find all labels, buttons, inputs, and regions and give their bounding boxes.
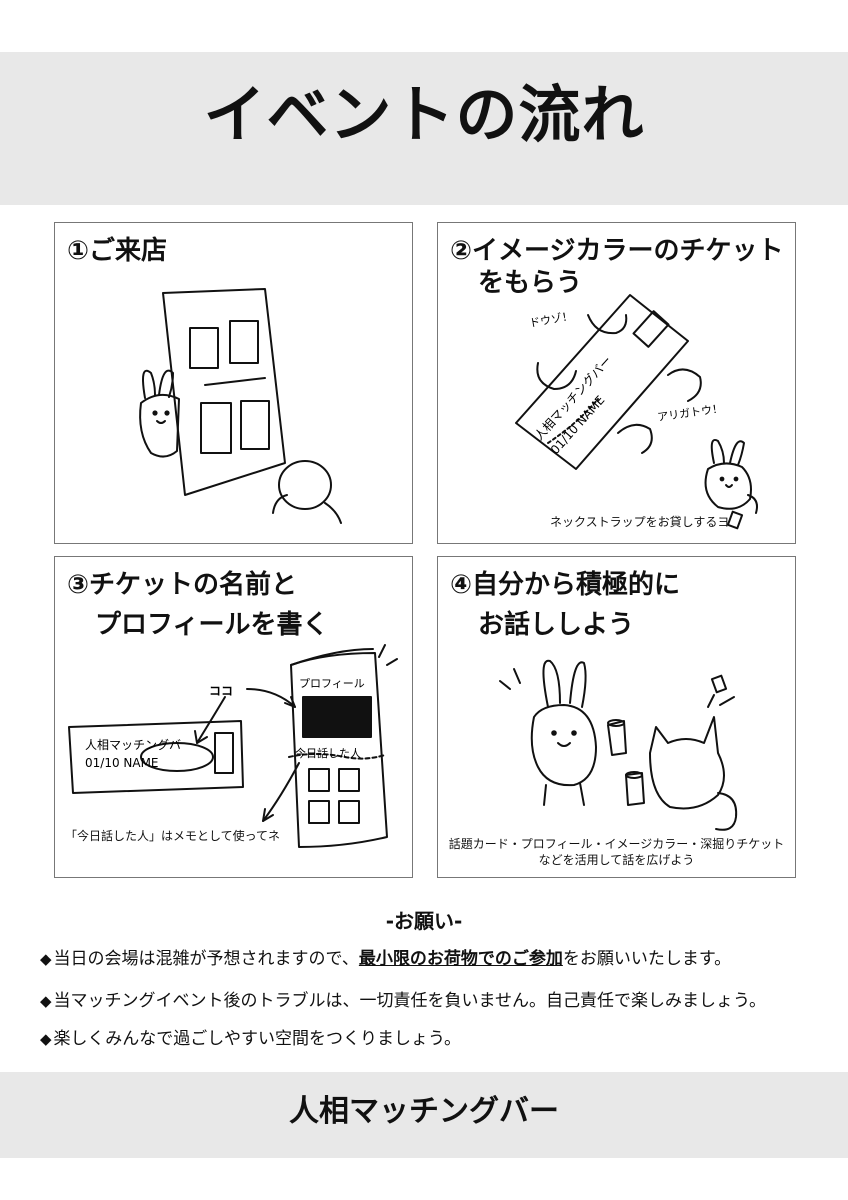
profile-box — [302, 696, 372, 738]
note-line-2: ◆当マッチングイベント後のトラブルは、一切責任を負いません。自己責任で楽しみまし… — [40, 986, 766, 1011]
step-3-heading-line2: プロフィールを書く — [95, 610, 329, 640]
ticket-shape — [68, 720, 244, 794]
bullet-icon: ◆ — [40, 1030, 52, 1048]
ticket-text-2: 01/10 NAME — [85, 756, 159, 770]
step-4-heading-line1: ④自分から積極的に — [450, 570, 681, 600]
label-koko: ココ — [209, 684, 233, 698]
footer-title: 人相マッチングバー — [289, 1094, 559, 1129]
rabbit-ear — [142, 369, 156, 399]
footer-band — [0, 1072, 848, 1158]
step-panel-3: ③チケットの名前と プロフィールを書く — [54, 556, 413, 878]
note-1-pre: 当日の会場は混雑が予想されますので、 — [53, 949, 359, 969]
step-4-caption-line2: などを活用して話を広げよう — [538, 853, 695, 867]
rabbit-ear — [569, 661, 587, 708]
door-illustration — [139, 288, 342, 524]
step-2-heading-line2: をもらう — [478, 268, 583, 298]
cat-body — [649, 716, 725, 810]
door-pane — [229, 320, 259, 364]
step-panel-2: ②イメージカラーのチケット をもらう ドウゾ！ アリガトウ！ 人相マッチングバー… — [437, 222, 796, 544]
bullet-icon: ◆ — [40, 950, 52, 968]
hand — [667, 368, 702, 402]
cup — [625, 772, 645, 806]
step-3-caption: 「今日話した人」はメモとして使ってネ — [65, 829, 281, 843]
ticket-text-1: 人相マッチングバ — [85, 738, 181, 752]
hand — [617, 423, 653, 454]
header-band — [0, 52, 848, 205]
hand — [587, 314, 628, 335]
rabbit-body — [704, 462, 752, 510]
write-profile-illustration: ココ 人相マッチングバ 01/10 NAME プロフィール 今日話した人 — [68, 644, 398, 848]
note-3-text: 楽しくみんなで過ごしやすい空間をつくりましょう。 — [53, 1029, 462, 1049]
sfx-arigatou: アリガトウ！ — [657, 402, 724, 424]
note-1-post: をお願いいたします。 — [562, 949, 732, 969]
door-pane — [200, 402, 232, 454]
cat-tail — [715, 792, 738, 831]
arrow — [262, 762, 300, 822]
note-line-3: ◆楽しくみんなで過ごしやすい空間をつくりましょう。 — [40, 1024, 461, 1049]
rabbit-ear — [542, 659, 561, 708]
step-panel-4: ④自分から積極的に お話ししよう 話題カード・プロフィール・イメージカラー・深掘 — [437, 556, 796, 878]
highlight-circle — [140, 742, 214, 772]
arrow — [196, 696, 226, 744]
rabbit-ear — [158, 369, 174, 398]
step-4-heading-line2: お話ししよう — [478, 610, 635, 640]
card-label-profile: プロフィール — [299, 677, 365, 690]
rabbit-body — [530, 704, 597, 787]
step-3-heading-line1: ③チケットの名前と — [67, 570, 298, 600]
arrow — [246, 688, 296, 708]
person-head — [278, 460, 332, 510]
door-shape — [162, 288, 286, 496]
hand — [536, 362, 577, 390]
note-line-1: ◆当日の会場は混雑が予想されますので、最小限のお荷物でのご参加をお願いいたします… — [40, 944, 731, 969]
card-label-talked: 今日話した人 — [295, 746, 361, 760]
step-2-caption: ネックストラップをお貸しするヨ — [550, 515, 730, 529]
step-panel-1: ①ご来店 — [54, 222, 413, 544]
page-title: イベントの流れ — [203, 78, 645, 151]
sfx-dozo: ドウゾ！ — [528, 310, 574, 330]
step-1-heading: ①ご来店 — [67, 236, 168, 266]
step-2-heading-line1: ②イメージカラーのチケット — [450, 236, 784, 266]
step-4-caption-line1: 話題カード・プロフィール・イメージカラー・深掘りチケット — [448, 837, 785, 851]
notes-heading: -お願い- — [385, 909, 463, 933]
door-pane — [189, 327, 219, 369]
ticket-shape — [515, 294, 689, 470]
rabbit-body — [139, 393, 180, 458]
ticket-handover-illustration: ドウゾ！ アリガトウ！ 人相マッチングバー 01/10 NAME — [515, 294, 758, 530]
note-2-text: 当マッチングイベント後のトラブルは、一切責任を負いません。自己責任で楽しみましょ… — [53, 991, 767, 1011]
bullet-icon: ◆ — [40, 992, 52, 1010]
cup — [607, 720, 627, 756]
chatting-illustration — [499, 659, 738, 831]
door-pane — [240, 400, 270, 450]
note-1-emphasis: 最小限のお荷物でのご参加 — [358, 949, 563, 969]
